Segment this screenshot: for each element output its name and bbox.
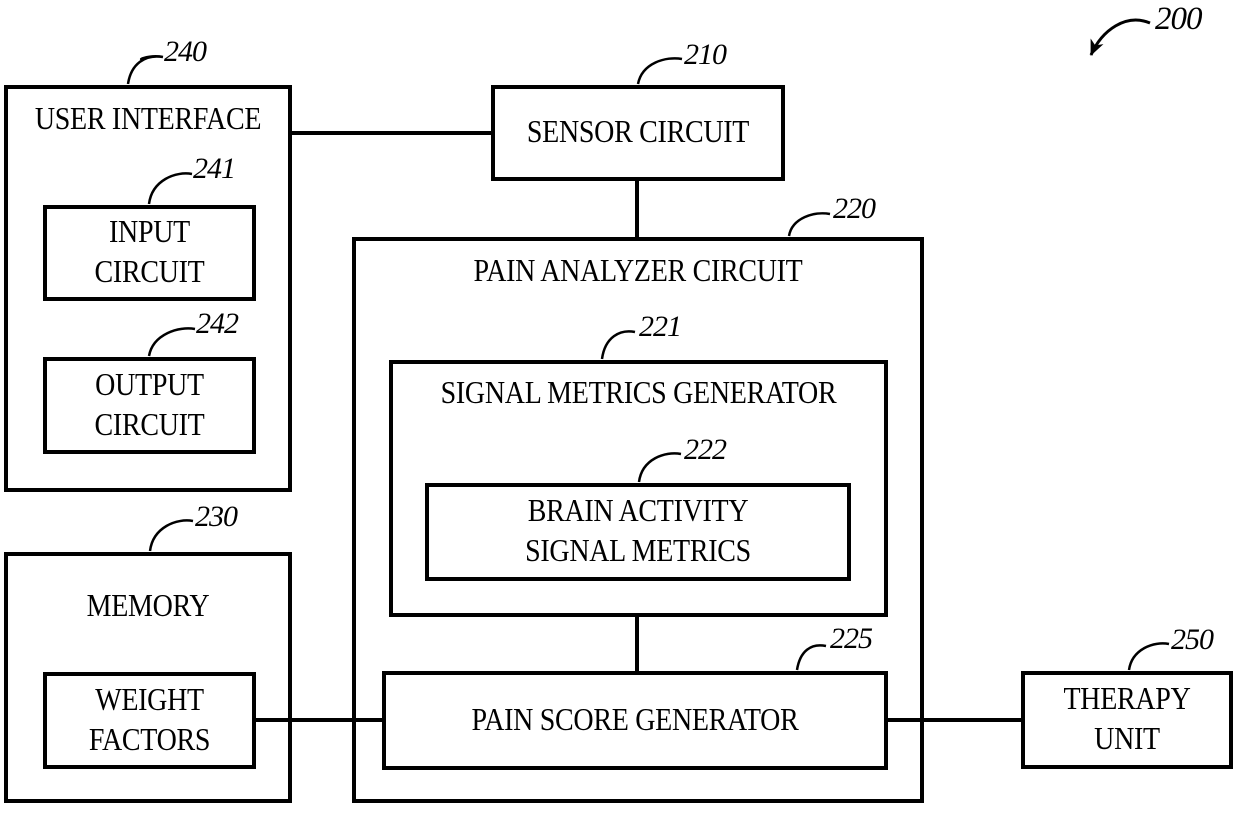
output-circuit-box: OUTPUT CIRCUIT (43, 357, 256, 454)
brain-activity-signal-metrics-label: BRAIN ACTIVITY SIGNAL METRICS (525, 494, 751, 569)
leader-220 (787, 212, 831, 237)
leader-240 (126, 55, 164, 85)
weight-factors-label: WEIGHT FACTORS (88, 682, 211, 758)
ref-label-user-interface: 240 (164, 35, 207, 68)
input-circuit-box: INPUT CIRCUIT (43, 205, 256, 301)
output-circuit-label: OUTPUT CIRCUIT (94, 367, 205, 443)
pain-score-generator-label: PAIN SCORE GENERATOR (471, 702, 799, 738)
leader-230 (148, 519, 194, 552)
pain-score-generator-box: PAIN SCORE GENERATOR (382, 671, 888, 770)
ref-label-memory: 230 (195, 500, 238, 533)
pain-analyzer-circuit-label: PAIN ANALYZER CIRCUIT (473, 254, 803, 289)
ref-label-sensor-circuit: 210 (684, 38, 727, 71)
ref-label-brain-activity: 222 (684, 433, 727, 466)
input-circuit-label: INPUT CIRCUIT (94, 215, 205, 290)
ref-label-pain-analyzer: 220 (833, 192, 876, 225)
ref-label-figure: 200 (1155, 1, 1202, 37)
ref-label-signal-metrics-generator: 221 (639, 310, 682, 343)
brain-activity-signal-metrics-box: BRAIN ACTIVITY SIGNAL METRICS (425, 483, 851, 581)
ref-label-therapy-unit: 250 (1171, 623, 1214, 656)
user-interface-label: USER INTERFACE (34, 102, 262, 137)
leader-250 (1127, 642, 1170, 671)
sensor-circuit-label: SENSOR CIRCUIT (526, 115, 750, 150)
weight-factors-box: WEIGHT FACTORS (43, 672, 256, 769)
memory-label: MEMORY (86, 589, 210, 624)
ref-label-input-circuit: 241 (193, 152, 236, 185)
signal-metrics-generator-label: SIGNAL METRICS GENERATOR (440, 376, 837, 411)
therapy-unit-box: THERAPY UNIT (1021, 671, 1233, 769)
ref-label-output-circuit: 242 (196, 307, 239, 340)
leader-210 (636, 57, 683, 85)
sensor-circuit-box: SENSOR CIRCUIT (491, 85, 785, 181)
figure-arrow-200 (1089, 18, 1151, 56)
ref-label-pain-score-generator: 225 (830, 622, 873, 655)
therapy-unit-label: THERAPY UNIT (1063, 682, 1191, 757)
